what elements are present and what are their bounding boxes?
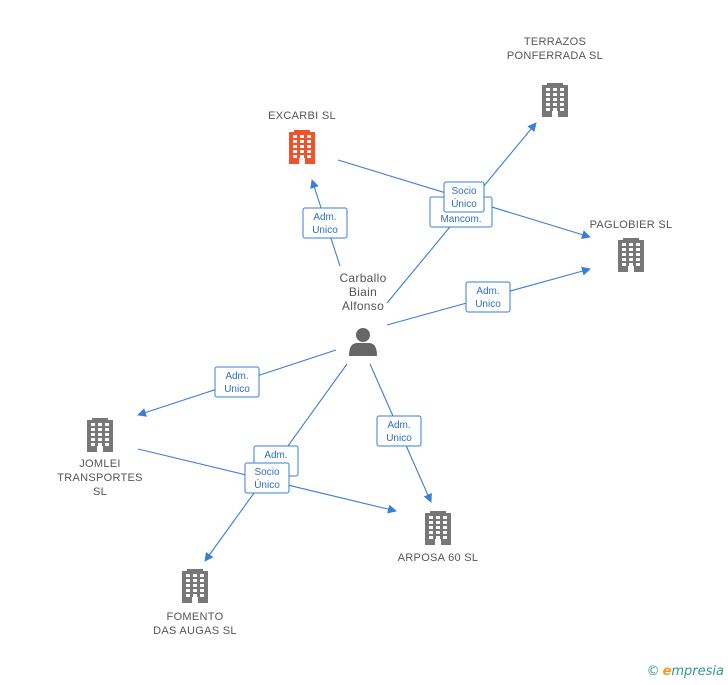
edge-label-r-paglobier-adm[interactable]: Adm. Unico bbox=[465, 281, 511, 313]
edge-labels-layer: Adm.UnicoAdm.Mancom.SocioÚnicoAdm.UnicoA… bbox=[214, 181, 511, 494]
company-name: FOMENTO bbox=[167, 611, 224, 623]
building-icon bbox=[289, 130, 315, 164]
edge-label-r-excarbi-adm[interactable]: Adm. Unico bbox=[302, 207, 348, 239]
company-name: PAGLOBIER SL bbox=[590, 219, 673, 231]
edge-label-box bbox=[244, 462, 290, 494]
company-node-terrazos[interactable]: TERRAZOS PONFERRADA SL bbox=[507, 36, 603, 117]
footer-brand[interactable]: ©empresia bbox=[647, 664, 724, 679]
company-node-arposa[interactable]: ARPOSA 60 SL bbox=[398, 511, 479, 564]
edge-label-text: Mancom. bbox=[440, 214, 481, 225]
edge-label-box bbox=[465, 281, 511, 313]
edge-label-text: Adm. bbox=[313, 212, 336, 223]
company-name: PONFERRADA SL bbox=[507, 50, 603, 62]
edge-label-r-jomlei-adm[interactable]: Adm. Unico bbox=[214, 366, 260, 398]
company-name: EXCARBI SL bbox=[268, 110, 336, 122]
edge-label-text: Adm. bbox=[264, 450, 287, 461]
company-name: SL bbox=[93, 486, 107, 498]
company-node-excarbi[interactable]: EXCARBI SL bbox=[268, 110, 336, 164]
nodes-layer: EXCARBI SL TERRAZOS PONFERRADA SL PAGLOBIER… bbox=[57, 36, 672, 637]
person-name: Alfonso bbox=[342, 299, 384, 313]
edge-label-box bbox=[376, 415, 422, 447]
edge-label-text: Adm. bbox=[225, 371, 248, 382]
edge-label-text: Adm. bbox=[476, 286, 499, 297]
building-icon bbox=[425, 511, 451, 545]
copyright-symbol: © bbox=[646, 664, 660, 679]
company-name: JOMLEI bbox=[79, 458, 121, 470]
edge-label-text: Único bbox=[254, 478, 280, 491]
edge-label-text: Unico bbox=[224, 384, 250, 395]
edge-label-text: Socio bbox=[254, 467, 279, 478]
building-icon bbox=[618, 238, 644, 272]
person-name: Carballo bbox=[339, 271, 386, 285]
company-name: ARPOSA 60 SL bbox=[398, 552, 479, 564]
edge-label-text: Unico bbox=[475, 299, 501, 310]
brand-initial: e bbox=[662, 664, 672, 679]
company-node-paglobier[interactable]: PAGLOBIER SL bbox=[590, 219, 673, 272]
company-node-jomlei[interactable]: JOMLEI TRANSPORTES SL bbox=[57, 418, 143, 498]
company-name: DAS AUGAS SL bbox=[153, 625, 237, 637]
edge-label-text: Unico bbox=[312, 225, 338, 236]
edge-label-box bbox=[302, 207, 348, 239]
company-name: TRANSPORTES bbox=[57, 472, 143, 484]
edges-layer bbox=[137, 122, 591, 562]
building-icon bbox=[542, 83, 568, 117]
building-icon bbox=[182, 569, 208, 603]
person-icon bbox=[349, 328, 377, 356]
edge-label-text: Socio bbox=[451, 186, 476, 197]
edge-label-text: Adm. bbox=[387, 420, 410, 431]
edge-label-text: Unico bbox=[386, 433, 412, 444]
building-icon bbox=[87, 418, 113, 452]
edge-label-text: Único bbox=[451, 197, 477, 210]
edge-label-r-arposa-adm[interactable]: Adm. Unico bbox=[376, 415, 422, 447]
company-node-fomento[interactable]: FOMENTO DAS AUGAS SL bbox=[153, 569, 237, 637]
person-name: Biain bbox=[349, 285, 377, 299]
edge-label-box bbox=[214, 366, 260, 398]
edge-label-box bbox=[443, 181, 485, 213]
brand-name: mpresia bbox=[671, 664, 724, 679]
company-name: TERRAZOS bbox=[524, 36, 586, 48]
